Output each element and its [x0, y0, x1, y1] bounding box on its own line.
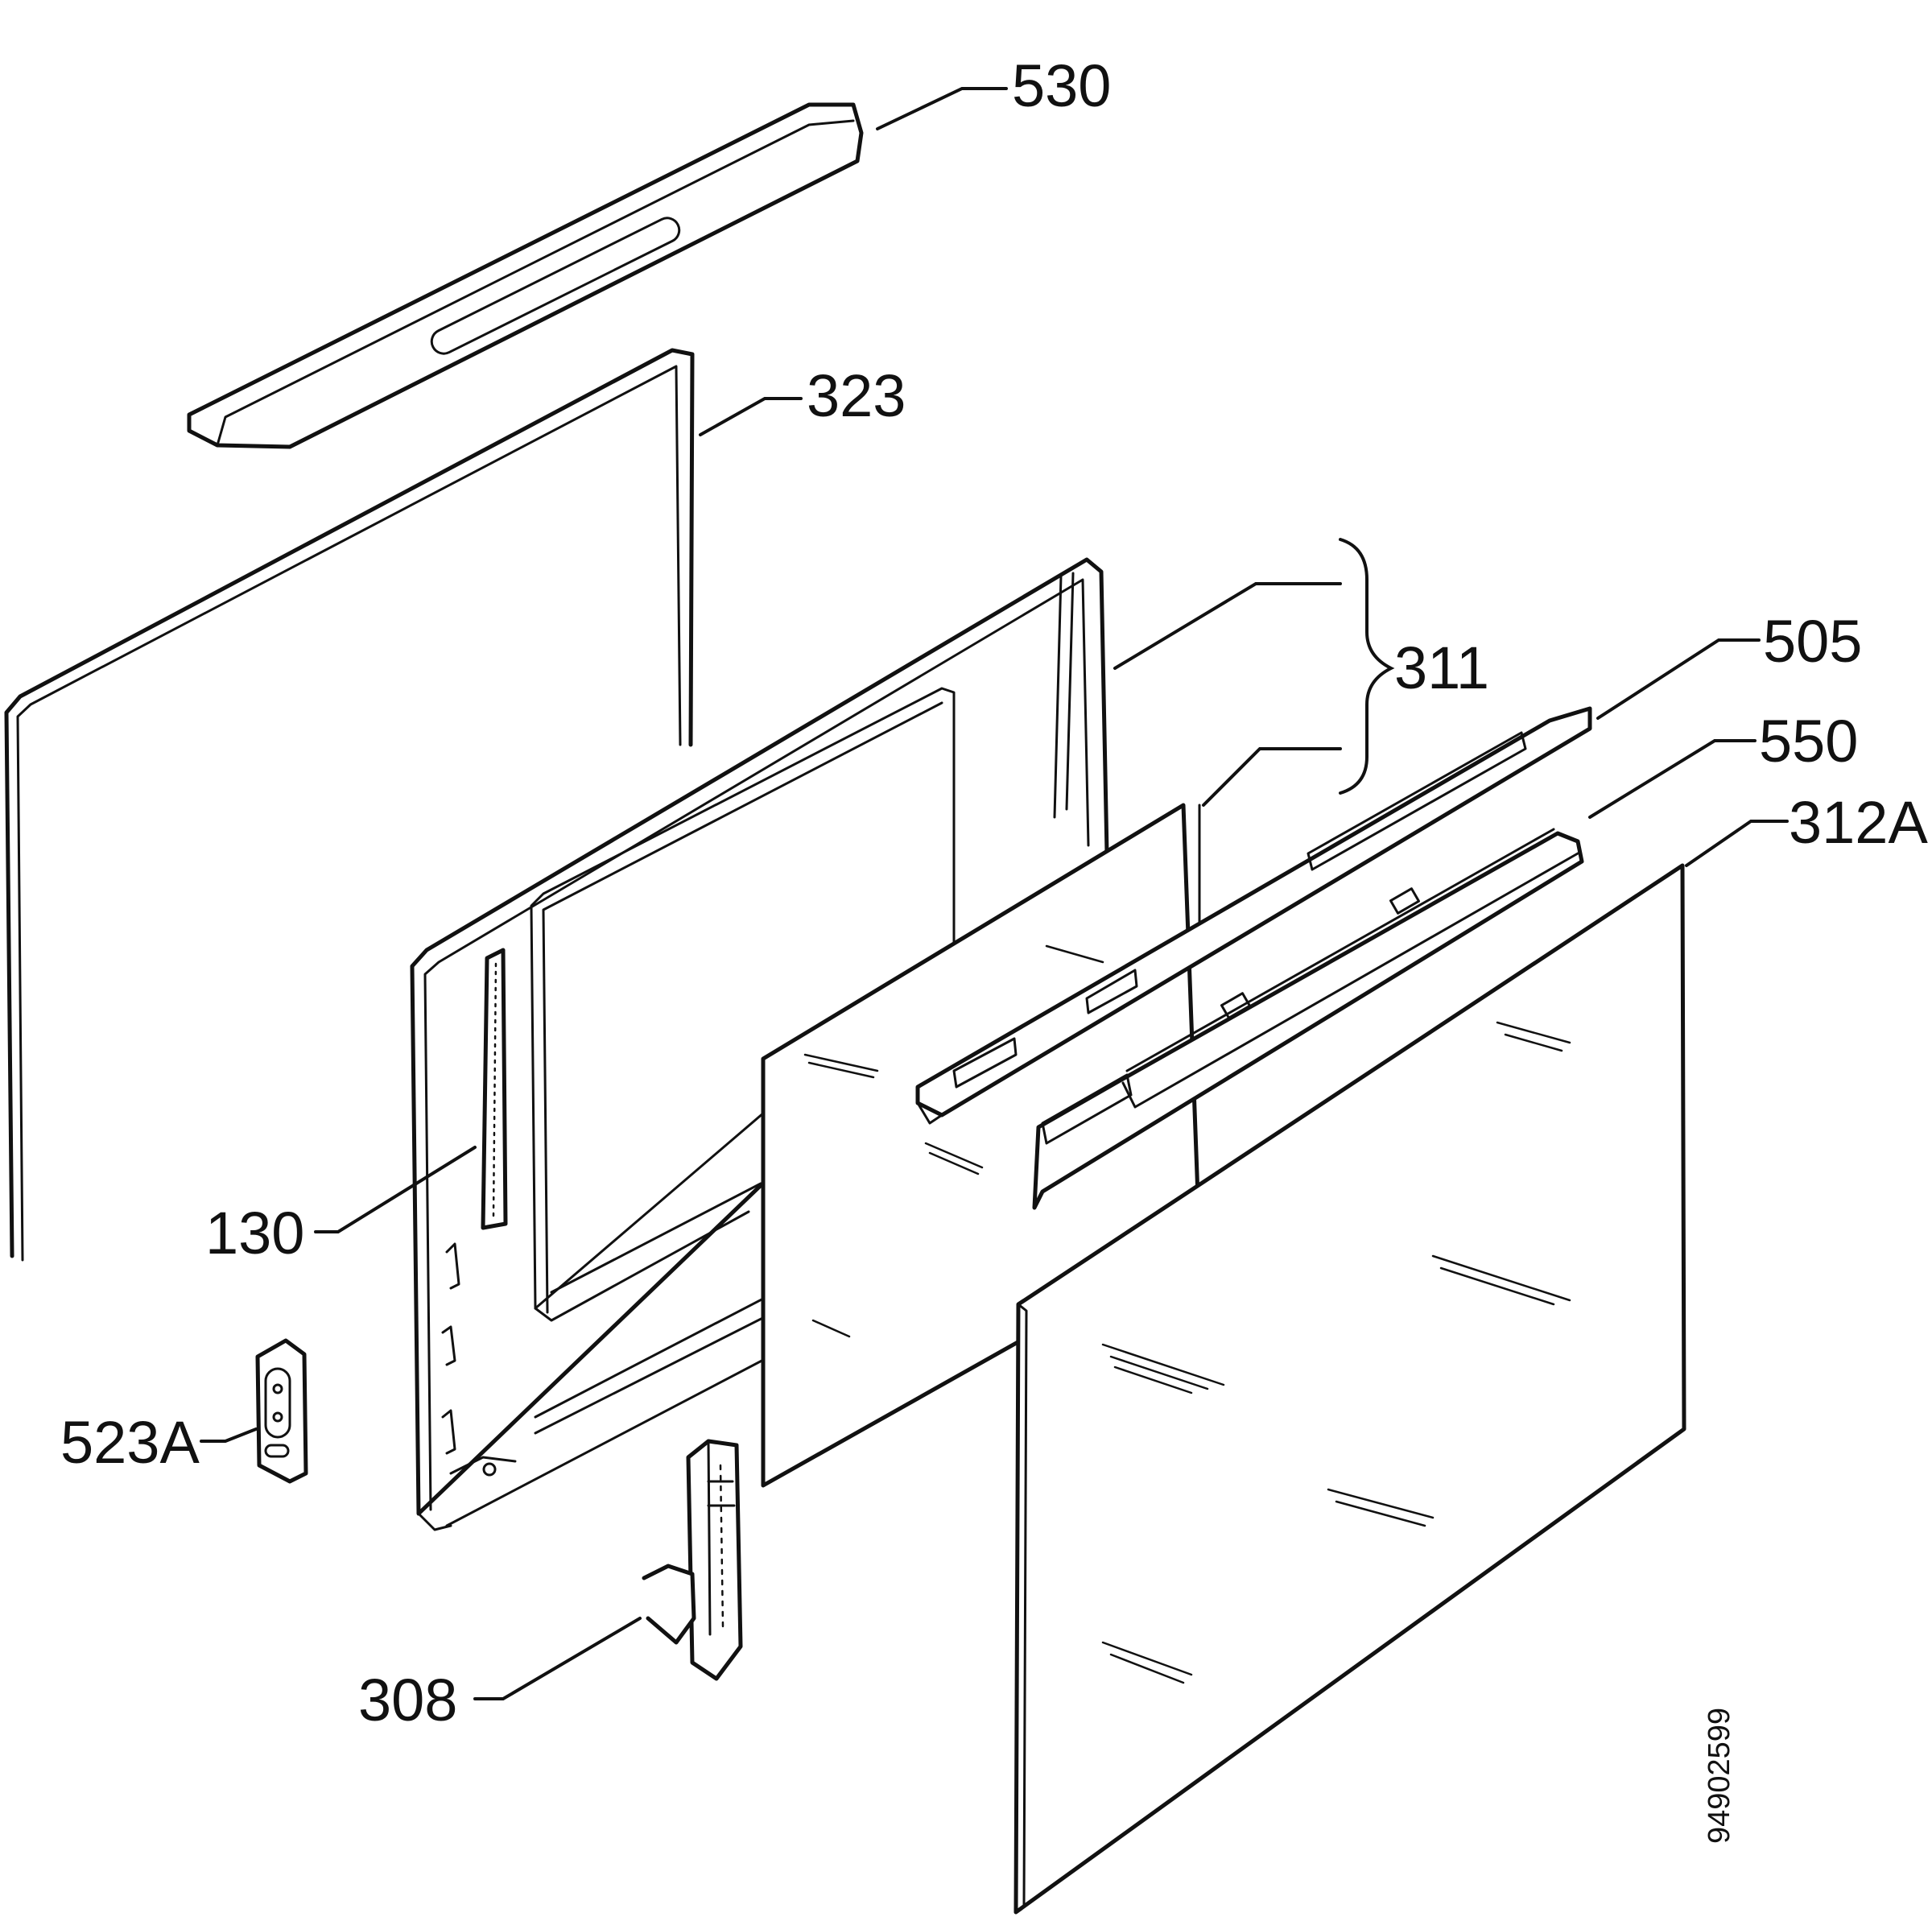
part-323-door-gasket: [4, 348, 695, 1262]
leader-530: [876, 87, 1008, 130]
callout-308: 308: [358, 1667, 457, 1733]
document-number: 94902599: [1703, 1708, 1736, 1844]
part-308-hinge: [642, 1439, 743, 1681]
part-312a-outer-glass: [1013, 863, 1686, 1915]
leader-308: [473, 1617, 642, 1700]
leader-312a: [1685, 820, 1789, 867]
part-523a-door-catch: [255, 1338, 308, 1484]
part-530-top-trim: [187, 102, 864, 449]
callout-550: 550: [1759, 708, 1858, 775]
callout-130: 130: [205, 1200, 304, 1266]
leader-523a: [200, 1427, 258, 1443]
part-550-glass-guide: [1032, 828, 1584, 1210]
bracket-311: [1339, 538, 1395, 795]
leader-130: [314, 1146, 477, 1233]
callout-311: 311: [1394, 634, 1489, 701]
callout-323: 323: [807, 362, 906, 429]
part-505-glass-retainer: [915, 706, 1592, 1125]
leader-505: [1596, 638, 1761, 720]
part-130-insulation-strip: [481, 948, 508, 1230]
callout-505: 505: [1763, 608, 1862, 675]
leader-lines: [200, 87, 1789, 1700]
callout-530: 530: [1012, 52, 1111, 119]
callout-523a: 523A: [60, 1409, 200, 1476]
callout-312a: 312A: [1789, 789, 1928, 856]
leader-311-upper: [1113, 582, 1342, 670]
leader-311-lower: [1202, 747, 1342, 807]
leader-323: [699, 397, 803, 436]
leader-550: [1588, 739, 1757, 819]
